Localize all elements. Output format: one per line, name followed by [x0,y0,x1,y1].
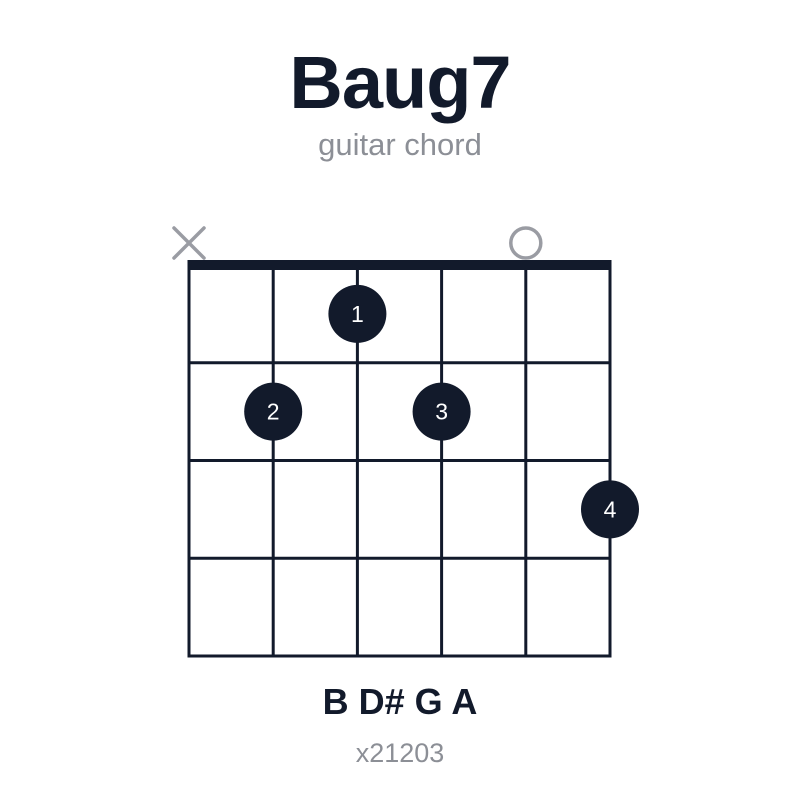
finger-number: 2 [267,399,280,425]
finger-dot: 2 [244,382,303,441]
finger-dot-circle [581,480,639,539]
string-markers [172,226,543,260]
chord-notes: B D# G A [322,681,478,722]
finger-dot: 3 [412,382,471,441]
finger-dot-circle [328,284,387,343]
finger-number: 3 [435,399,448,425]
fretboard-grid [187,260,612,658]
open-string-icon [509,226,543,260]
finger-number: 1 [351,301,364,327]
finger-dot: 1 [328,284,387,343]
nut [187,260,612,270]
finger-dot-circle [244,382,303,441]
finger-positions: 1 2 3 4 [244,284,639,539]
chord-name: Baug7 [289,41,511,124]
finger-dot-circle [412,382,471,441]
fingering-code: x21203 [355,738,445,768]
finger-number: 4 [604,496,617,522]
finger-dot: 4 [581,480,639,539]
chord-type-label: guitar chord [318,127,482,162]
muted-stroke-b [172,226,206,260]
muted-string-icon [172,226,206,260]
